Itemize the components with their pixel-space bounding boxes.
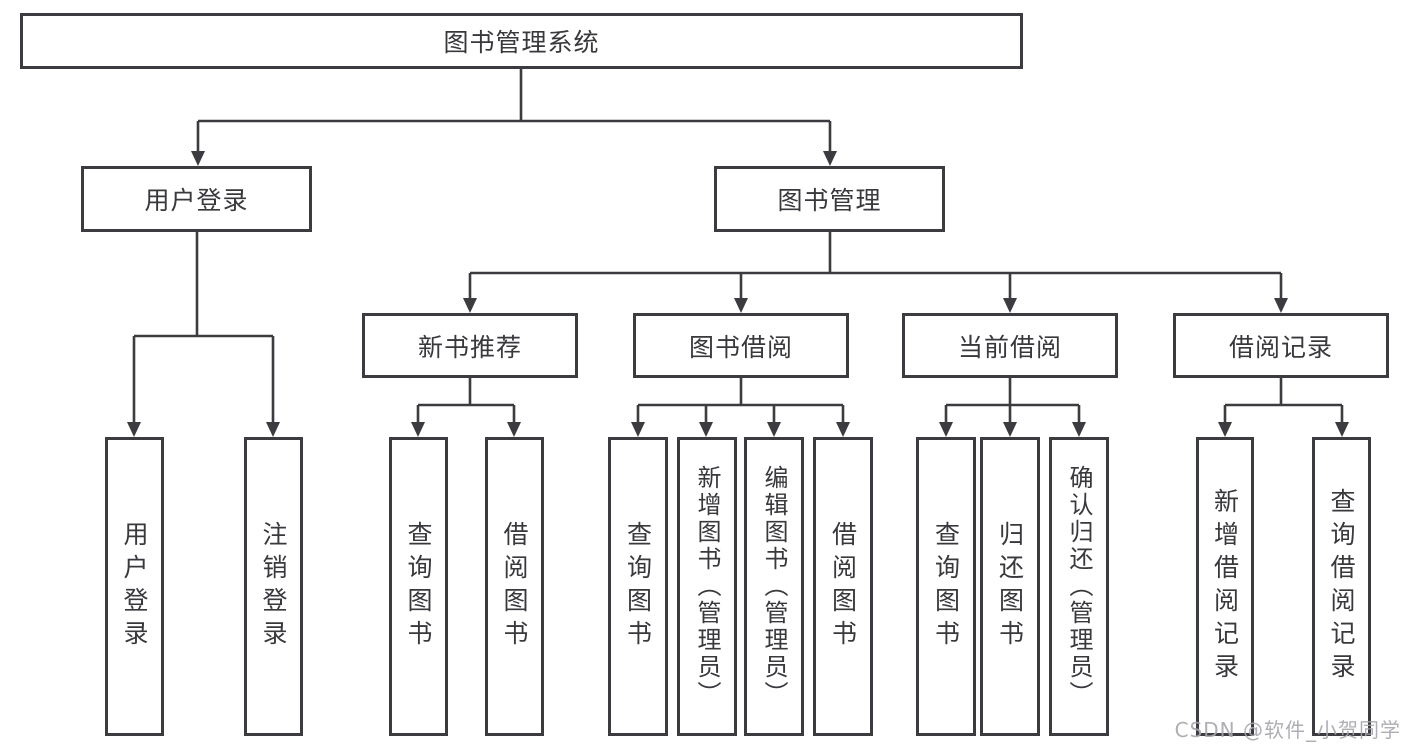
node-label: 查询图书 — [623, 520, 653, 653]
node-label: 借阅图书 — [828, 520, 858, 653]
node-label: 查询图书 — [404, 520, 433, 653]
csdn-watermark: CSDN @软件_小贺同学 — [1174, 718, 1401, 742]
node-borrow-records: 借阅记录 — [1173, 313, 1389, 378]
leaf-return-books: 归还图书 — [980, 437, 1040, 736]
leaf-user-login: 用户登录 — [105, 437, 164, 736]
leaf-query-borrow-record: 查询借阅记录 — [1312, 437, 1371, 736]
leaf-confirm-return-admin: 确认归还（管理员） — [1049, 437, 1109, 736]
node-book-borrow: 图书借阅 — [633, 313, 849, 378]
leaf-borrow-books: 借阅图书 — [813, 437, 873, 736]
node-label: 查询图书 — [931, 520, 961, 653]
leaf-query-books-recommend: 查询图书 — [389, 437, 448, 736]
node-new-book-recommend: 新书推荐 — [362, 313, 578, 378]
node-label: 查询借阅记录 — [1327, 487, 1356, 686]
leaf-query-books-borrow: 查询图书 — [608, 437, 668, 736]
node-label: 借阅记录 — [1228, 332, 1333, 362]
node-label: 借阅图书 — [500, 520, 529, 653]
node-label: 确认归还（管理员） — [1065, 465, 1093, 708]
leaf-logout-login: 注销登录 — [244, 437, 303, 736]
node-label: 当前借阅 — [957, 332, 1062, 362]
node-label: 编辑图书（管理员） — [760, 465, 788, 708]
arrowheads — [127, 151, 1349, 437]
leaf-add-borrow-record: 新增借阅记录 — [1196, 437, 1254, 736]
leaf-add-book-admin: 新增图书（管理员） — [677, 437, 737, 736]
node-user-login: 用户登录 — [81, 166, 312, 232]
node-label: 图书管理 — [777, 186, 882, 215]
leaf-edit-book-admin: 编辑图书（管理员） — [744, 437, 804, 736]
node-label: 图书借阅 — [688, 332, 793, 362]
node-label: 新增图书（管理员） — [693, 465, 721, 708]
node-label: 新书推荐 — [417, 332, 522, 362]
node-book-management: 图书管理 — [714, 166, 945, 232]
node-root-system: 图书管理系统 — [20, 13, 1023, 69]
node-current-borrow: 当前借阅 — [902, 313, 1118, 378]
leaf-query-books-current: 查询图书 — [916, 437, 976, 736]
node-label: 归还图书 — [995, 520, 1025, 653]
node-label: 新增借阅记录 — [1210, 487, 1240, 686]
leaf-borrow-books-recommend: 借阅图书 — [485, 437, 544, 736]
node-label: 用户登录 — [120, 520, 149, 653]
node-label: 用户登录 — [144, 186, 249, 215]
node-label: 注销登录 — [259, 520, 288, 653]
node-label: 图书管理系统 — [443, 28, 600, 57]
